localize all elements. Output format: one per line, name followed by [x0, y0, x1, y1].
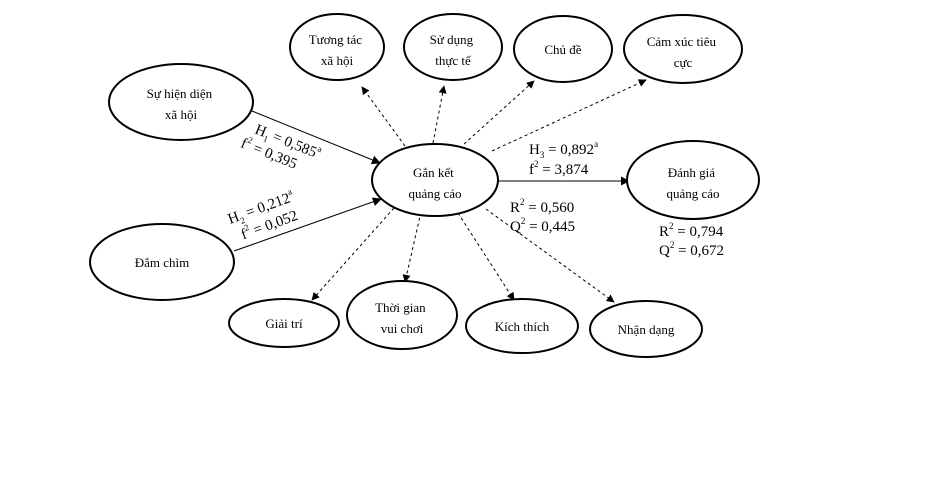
h1-subscript: 1	[262, 133, 270, 144]
node-cam-xuc-line-2: cực	[674, 55, 693, 70]
node-dam-chim-ellipse	[89, 223, 235, 301]
engagement-r-value: = 0,560	[525, 200, 575, 216]
node-danh-gia-line-2: quảng cáo	[666, 186, 719, 201]
node-gan-ket-ellipse	[371, 143, 499, 217]
node-giai-tri-ellipse	[228, 298, 340, 348]
engagement-q2: Q2 = 0,445	[510, 216, 575, 235]
h2-f-superscript: 2	[243, 222, 251, 233]
node-su-dung: Sử dụng thực tế	[430, 32, 477, 68]
node-danh-gia-line-1: Đánh giá	[668, 165, 716, 180]
engagement-q-letter: Q	[510, 219, 521, 235]
node-gan-ket: Gắn kết quảng cáo	[408, 165, 461, 201]
node-cam-xuc: Cảm xúc tiêu cực	[647, 34, 720, 70]
engagement-fit: R2 = 0,560 Q2 = 0,445	[510, 197, 575, 235]
node-tuong-tac-line-2: xã hội	[321, 53, 354, 68]
evaluation-q-letter: Q	[659, 243, 670, 259]
link-giai-tri	[311, 207, 395, 301]
path-h2-line	[233, 197, 382, 252]
node-thoi-gian: Thời gian vui chơi	[375, 300, 429, 336]
h2-f-letter: f	[239, 226, 249, 243]
engagement-q-value: = 0,445	[525, 219, 575, 235]
h1-f-letter: f	[238, 136, 249, 153]
node-nhan-dang-ellipse	[589, 300, 703, 358]
engagement-q-superscript: 2	[521, 216, 526, 226]
node-chu-de: Chủ đề	[544, 42, 581, 57]
path-h3-labels: H3 = 0,892a f2 = 3,874	[529, 139, 598, 178]
link-kich-thich	[457, 212, 515, 301]
evaluation-r-value: = 0,794	[674, 224, 724, 240]
node-kich-thich: Kích thích	[495, 319, 550, 334]
node-chu-de-ellipse	[513, 15, 613, 83]
dashed-links	[311, 79, 647, 303]
node-tuong-tac: Tương tác xã hội	[309, 32, 366, 68]
node-dam-chim: Đắm chìm	[135, 255, 190, 270]
evaluation-r-superscript: 2	[669, 221, 674, 231]
h3-letter: H	[529, 142, 540, 158]
node-nhan-dang: Nhận dạng	[618, 322, 675, 337]
structural-paths	[233, 110, 630, 252]
engagement-r2: R2 = 0,560	[510, 197, 574, 216]
node-su-dung-line-1: Sử dụng	[430, 32, 474, 47]
h3-f-letter: f	[529, 162, 534, 178]
node-kich-thich-line-1: Kích thích	[495, 319, 550, 334]
node-tuong-tac-ellipse	[289, 13, 385, 81]
node-gan-ket-line-2: quảng cáo	[408, 186, 461, 201]
path-h1-line	[251, 110, 381, 165]
node-su-hien-dien: Sự hiện diện xã hội	[147, 86, 216, 122]
link-su-dung	[432, 85, 447, 144]
node-cam-xuc-line-1: Cảm xúc tiêu	[647, 34, 717, 49]
node-giai-tri-line-1: Giải trí	[265, 316, 303, 331]
engagement-r-superscript: 2	[520, 197, 525, 207]
h3-f-value: = 3,874	[539, 162, 589, 178]
path-h3-coefficient: H3 = 0,892a	[529, 139, 598, 160]
node-kich-thich-ellipse	[465, 298, 579, 354]
node-labels: Tương tác xã hội Sử dụng thực tế Chủ đề …	[135, 32, 720, 337]
path-h1-labels: H1 = 0,585a f2 = 0,395	[238, 122, 323, 173]
link-chu-de	[463, 80, 535, 145]
h2-superscript: a	[286, 186, 293, 197]
h2-letter: H	[226, 209, 242, 228]
evaluation-q2: Q2 = 0,672	[659, 240, 724, 259]
node-thoi-gian-ellipse	[346, 280, 458, 350]
node-danh-gia: Đánh giá quảng cáo	[666, 165, 719, 201]
nodes	[89, 13, 760, 358]
h3-value: = 0,892	[544, 142, 594, 158]
node-danh-gia-ellipse	[626, 140, 760, 220]
link-cam-xuc	[491, 79, 647, 152]
link-tuong-tac	[361, 86, 406, 147]
h1-superscript: a	[316, 143, 323, 154]
path-h3-effect-size: f2 = 3,874	[529, 159, 589, 178]
node-su-hien-dien-line-1: Sự hiện diện	[147, 86, 213, 101]
evaluation-fit: R2 = 0,794 Q2 = 0,672	[659, 221, 724, 259]
node-chu-de-line-1: Chủ đề	[544, 42, 581, 57]
evaluation-q-superscript: 2	[670, 240, 675, 250]
link-nhan-dang	[485, 208, 615, 303]
node-su-hien-dien-ellipse	[108, 63, 254, 141]
node-tuong-tac-line-1: Tương tác	[309, 32, 362, 47]
node-cam-xuc-ellipse	[623, 14, 743, 84]
evaluation-r2: R2 = 0,794	[659, 221, 724, 240]
engagement-r-letter: R	[510, 200, 520, 216]
node-thoi-gian-line-1: Thời gian	[375, 300, 426, 315]
node-giai-tri: Giải trí	[265, 316, 303, 331]
evaluation-r-letter: R	[659, 224, 669, 240]
evaluation-q-value: = 0,672	[674, 243, 724, 259]
node-nhan-dang-line-1: Nhận dạng	[618, 322, 675, 337]
node-dam-chim-line-1: Đắm chìm	[135, 255, 190, 270]
node-thoi-gian-line-2: vui chơi	[381, 321, 424, 336]
node-su-dung-line-2: thực tế	[435, 53, 472, 68]
link-thoi-gian	[402, 211, 422, 283]
node-su-dung-ellipse	[403, 13, 503, 81]
h3-f-superscript: 2	[534, 159, 539, 169]
h1-f-superscript: 2	[246, 135, 254, 146]
node-su-hien-dien-line-2: xã hội	[165, 107, 198, 122]
h3-superscript: a	[594, 139, 598, 149]
path-h2-labels: H2 = 0,212a f2 = 0,052	[226, 186, 300, 243]
h2-subscript: 2	[239, 215, 247, 226]
node-gan-ket-line-1: Gắn kết	[413, 165, 454, 180]
h3-subscript: 3	[540, 150, 545, 160]
